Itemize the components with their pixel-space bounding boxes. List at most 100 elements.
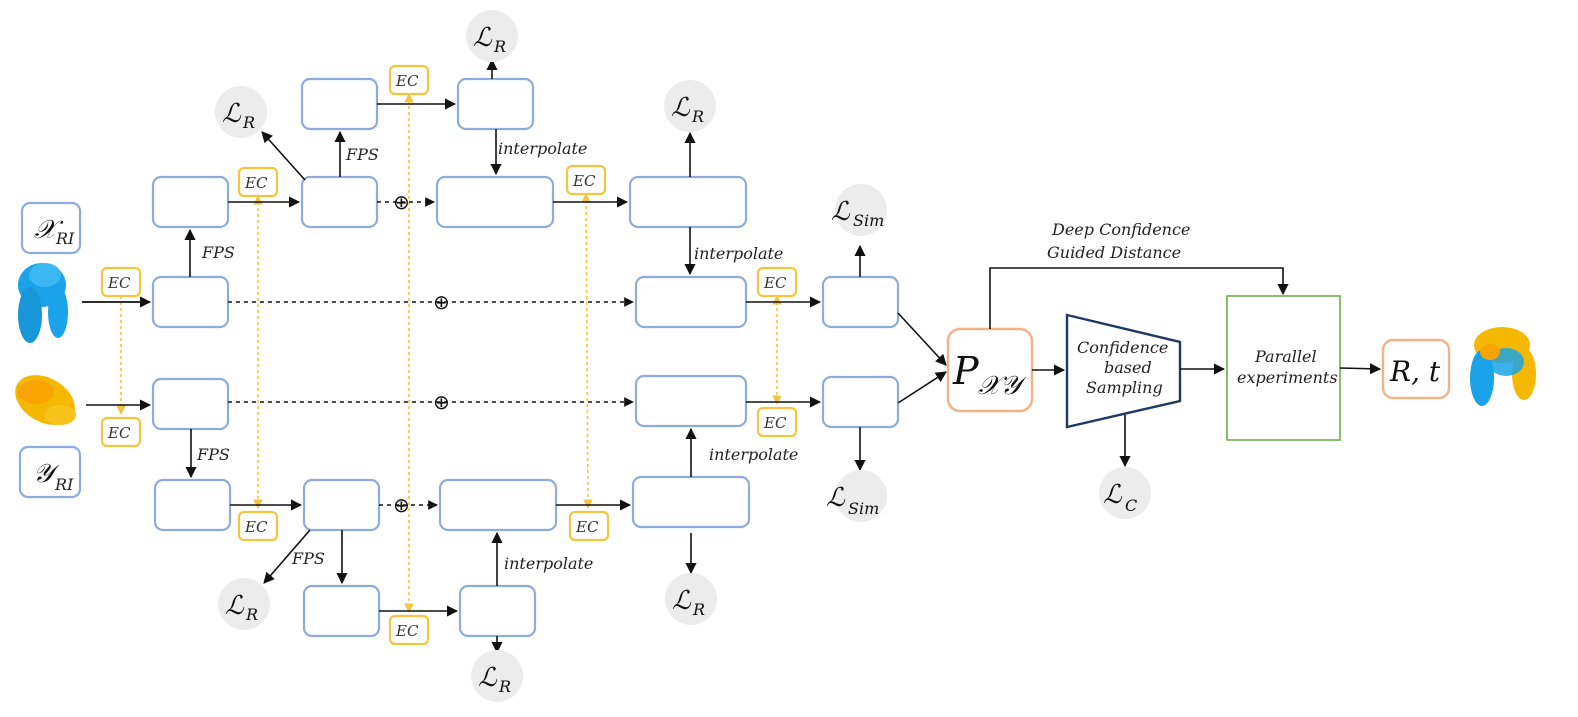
bottom-encoder-4 [302,584,381,638]
ec-module-input-top: EC [100,266,142,298]
top-decoder-2 [435,175,555,229]
svg-text:based: based [1104,358,1152,377]
svg-text:Guided Distance: Guided Distance [1047,243,1181,262]
svg-text:ℒ: ℒ [225,591,245,621]
input-y-label: 𝒴 RI [18,445,82,499]
ec-module-decoder-bottom: EC [568,510,610,542]
svg-text:ℒ: ℒ [671,93,691,123]
top-output-node [821,275,900,329]
svg-text:R: R [691,107,704,126]
bottom-decoder-2 [438,478,558,532]
svg-text:Parallel: Parallel [1254,347,1317,366]
bottom-encoder-2 [153,478,232,532]
svg-text:EC: EC [763,414,787,432]
input-x-label: 𝒳 RI [20,201,82,255]
fps-label: FPS [345,145,379,164]
ec-module-level1-top: EC [237,166,279,198]
interpolate-label: interpolate [709,445,798,464]
loss-r-top-center: ℒ R [466,10,518,62]
sum-symbol: ⊕ [393,190,410,214]
interpolate-label: interpolate [694,244,783,263]
bottom-encoder-3 [302,478,381,532]
correspondence-matrix-node: P 𝒳𝒴 [946,327,1034,413]
loss-r-top-right: ℒ R [664,80,716,132]
top-decoder-1 [456,77,535,131]
svg-text:R: R [245,605,258,624]
ec-module-output-top: EC [756,266,798,298]
svg-text:R: R [242,113,255,132]
svg-text:EC: EC [107,424,131,442]
svg-text:EC: EC [395,72,419,90]
bottom-decoder-4 [634,374,748,428]
ec-module-level2-top: EC [388,64,430,96]
svg-text:R: R [498,677,511,696]
top-encoder-4 [300,77,379,131]
bottom-decoder-3 [631,475,751,529]
top-encoder-3 [300,175,379,229]
ec-module-decoder-top: EC [565,164,607,196]
svg-text:Deep Confidence: Deep Confidence [1051,220,1190,239]
sum-symbol: ⊕ [433,290,450,314]
loss-r-bottom-center: ℒ R [471,650,523,702]
interpolate-label: interpolate [504,554,593,573]
svg-text:ℒ: ℒ [826,483,846,513]
deep-confidence-label: Deep Confidence Guided Distance [1047,220,1190,262]
svg-text:C: C [1125,496,1137,515]
top-decoder-4 [634,275,748,329]
sum-symbol: ⊕ [393,493,410,517]
fps-label: FPS [291,549,325,568]
svg-text:ℒ: ℒ [222,99,242,129]
ec-module-output-bottom: EC [756,406,798,438]
bottom-encoder-1 [151,377,230,431]
svg-text:𝒳𝒴: 𝒳𝒴 [978,371,1027,401]
top-decoder-3 [628,175,748,229]
ec-module-level1-bottom: EC [237,510,279,542]
svg-text:EC: EC [244,518,268,536]
interpolate-label: interpolate [498,139,587,158]
svg-text:Sampling: Sampling [1086,378,1163,397]
svg-text:EC: EC [572,172,596,190]
svg-text:P: P [952,349,980,393]
svg-text:EC: EC [107,274,131,292]
fps-label: FPS [201,243,235,262]
loss-r-bottom-right: ℒ R [665,573,717,625]
loss-sim-bottom: ℒ Sim [826,470,887,522]
svg-text:RI: RI [54,475,74,494]
sum-symbol: ⊕ [433,390,450,414]
fps-label: FPS [196,445,230,464]
svg-text:ℒ: ℒ [478,663,498,693]
svg-text:R: R [692,600,705,619]
svg-text:Confidence: Confidence [1077,338,1168,357]
top-encoder-1 [151,275,230,329]
target-point-cloud [15,375,76,425]
svg-text:ℒ: ℒ [473,23,493,53]
bottom-decoder-1 [458,584,537,638]
ec-module-input-bottom: EC [100,416,142,448]
loss-c: ℒ C [1099,467,1151,519]
loss-sim-top: ℒ Sim [831,184,887,236]
parallel-experiments-block: Parallel experiments [1226,295,1341,441]
source-point-cloud [18,263,68,343]
ec-module-level2-bottom: EC [388,614,430,646]
svg-text:ℒ: ℒ [1103,480,1123,510]
confidence-sampling-block: Confidence based Sampling [1065,313,1182,429]
svg-text:RI: RI [55,229,75,248]
svg-text:R, t: R, t [1389,355,1441,388]
svg-text:Sim: Sim [853,211,884,230]
svg-text:ℒ: ℒ [672,586,692,616]
svg-text:ℒ: ℒ [831,197,851,227]
svg-text:Sim: Sim [848,499,879,518]
bottom-output-node [821,375,900,429]
top-encoder-2 [151,175,230,229]
svg-text:R: R [493,37,506,56]
registered-point-cloud [1470,327,1536,406]
svg-text:EC: EC [763,274,787,292]
svg-text:EC: EC [244,174,268,192]
rigid-transform-output: R, t [1381,338,1451,400]
svg-text:EC: EC [575,518,599,536]
svg-text:experiments: experiments [1237,368,1338,387]
svg-text:EC: EC [395,622,419,640]
loss-r-bottom-left: ℒ R [218,578,270,630]
loss-r-top-left: ℒ R [215,86,267,138]
